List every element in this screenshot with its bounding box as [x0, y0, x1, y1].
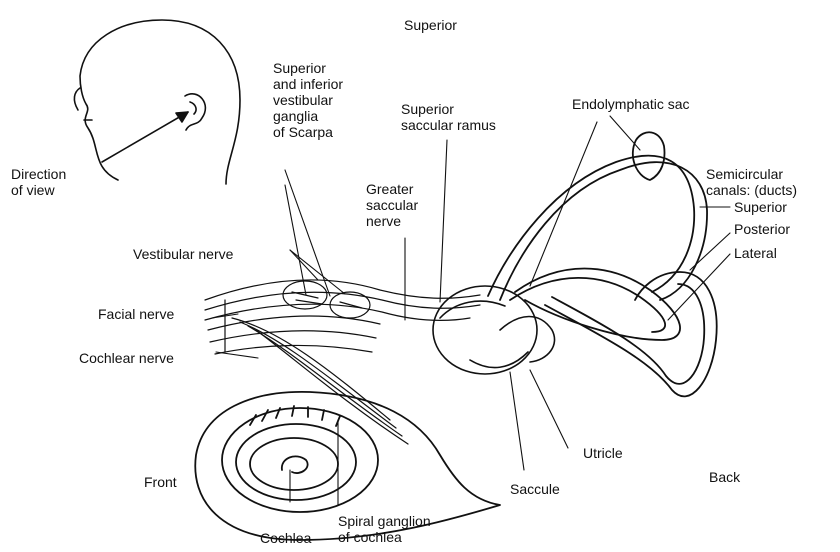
label-cochlea: Cochlea [260, 530, 311, 546]
label-vestibular-nerve: Vestibular nerve [133, 246, 233, 262]
label-lateral-canal: Lateral [734, 245, 777, 261]
nerve-bundle [205, 280, 480, 444]
label-spiral-ganglion: Spiral ganglion of cochlea [338, 513, 431, 545]
label-direction-of-view: Direction of view [11, 166, 66, 198]
label-back: Back [709, 469, 740, 485]
head-silhouette [74, 20, 240, 184]
label-front: Front [144, 474, 177, 490]
label-endolymphatic-sac: Endolymphatic sac [572, 96, 690, 112]
label-posterior-canal: Posterior [734, 221, 790, 237]
label-greater-saccular-nerve: Greater saccular nerve [366, 181, 418, 229]
label-superior-saccular-ramus: Superior saccular ramus [401, 101, 496, 133]
label-vestibular-ganglia: Superior and inferior vestibular ganglia… [273, 60, 343, 140]
vestibule [433, 286, 555, 374]
label-saccule: Saccule [510, 481, 560, 497]
label-semicircular-canals: Semicircular canals: (ducts) [706, 166, 797, 198]
label-superior-canal: Superior [734, 199, 787, 215]
label-superior-orientation: Superior [404, 17, 457, 33]
direction-of-view-arrow [102, 112, 188, 162]
label-utricle: Utricle [583, 445, 623, 461]
leader-lines [212, 116, 730, 505]
label-cochlear-nerve: Cochlear nerve [79, 350, 174, 366]
label-facial-nerve: Facial nerve [98, 306, 174, 322]
